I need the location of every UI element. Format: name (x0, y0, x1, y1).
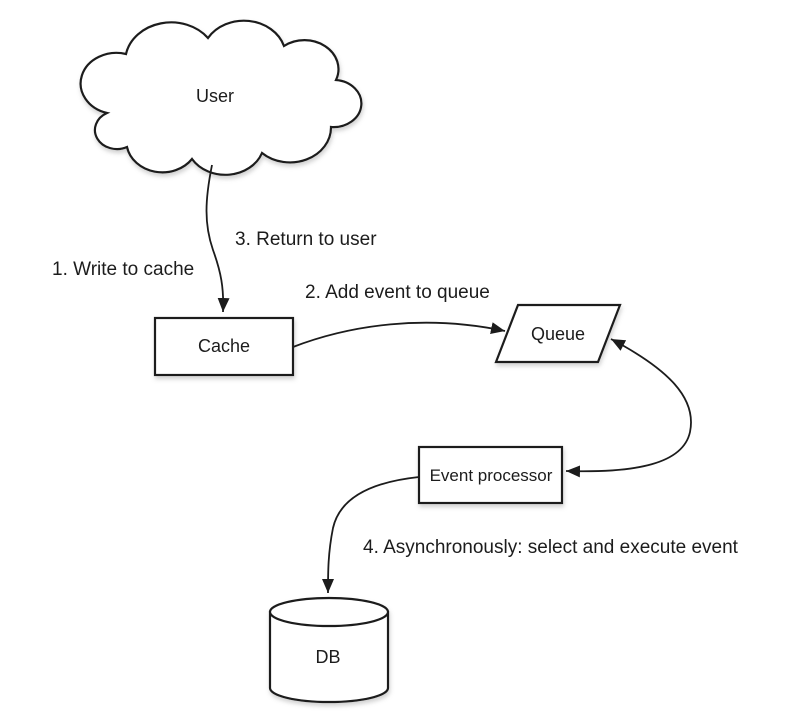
step3-label: 3. Return to user (235, 229, 377, 250)
nodes-layer (79, 19, 622, 704)
db-cylinder (268, 596, 390, 704)
event-processor-label: Event processor (430, 466, 553, 485)
user-cloud (79, 19, 363, 176)
cache-label: Cache (198, 336, 250, 356)
user-label: User (196, 86, 234, 106)
step1-label: 1. Write to cache (52, 259, 194, 280)
arrow-user-to-cache (205, 164, 230, 313)
event-processor-box (417, 445, 564, 505)
step2-label: 2. Add event to queue (305, 282, 490, 303)
step4-label: 4. Asynchronously: select and execute ev… (363, 537, 739, 558)
db-cylinder-body (268, 610, 390, 704)
labels-layer: User Cache Queue Event processor DB 1. W… (52, 86, 739, 667)
edges-layer (205, 164, 692, 594)
db-label: DB (315, 647, 340, 667)
queue-label: Queue (531, 324, 585, 344)
arrow-cache-to-queue (292, 321, 506, 348)
arrow-event-processor-to-db (322, 476, 420, 594)
arrow-queue-event-processor-loop (565, 338, 692, 478)
db-cylinder-top (268, 596, 390, 628)
